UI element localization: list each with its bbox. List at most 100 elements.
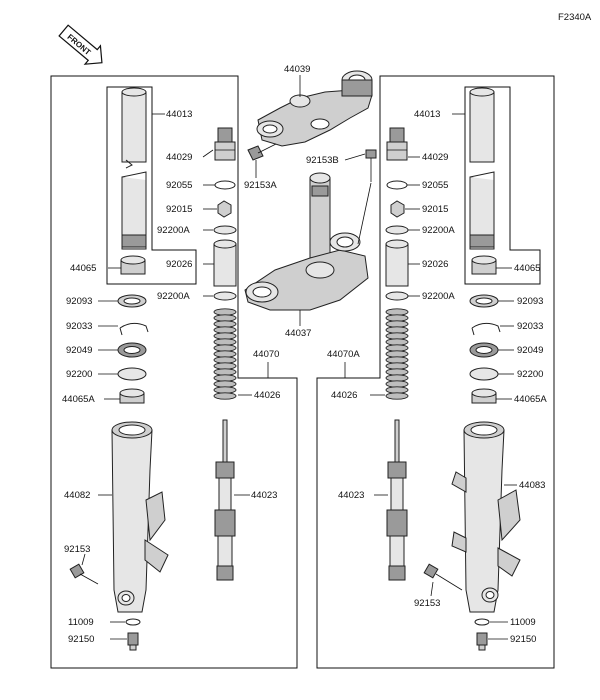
right-washer-92200 — [469, 367, 499, 381]
label-92026-left: 92026 — [166, 259, 192, 270]
left-spring-spacer — [213, 239, 237, 287]
label-44083: 44083 — [519, 480, 545, 491]
label-92150-left: 92150 — [68, 634, 94, 645]
label-92093-left: 92093 — [66, 296, 92, 307]
label-92093-right: 92093 — [517, 296, 543, 307]
right-assembly-frame — [316, 75, 555, 669]
label-92153-right: 92153 — [414, 598, 440, 609]
label-92153A: 92153A — [244, 180, 277, 191]
label-44065-left: 44065 — [70, 263, 96, 274]
left-assembly-frame — [50, 75, 298, 669]
label-11009-left: 11009 — [68, 617, 94, 628]
label-44065-right: 44065 — [514, 263, 540, 274]
label-44013-left: 44013 — [166, 109, 192, 120]
label-92033-right: 92033 — [517, 321, 543, 332]
label-92015-left: 92015 — [166, 204, 192, 215]
spring-coil — [213, 386, 237, 394]
spring-coil — [385, 314, 409, 322]
spring-coil — [385, 356, 409, 364]
right-spring-washer-lower — [385, 291, 409, 301]
label-92153-left: 92153 — [64, 544, 90, 555]
left-oil-seal — [117, 342, 147, 358]
left-stopper-ring — [119, 322, 149, 336]
right-stopper-ring — [471, 322, 501, 336]
left-top-cap-bolt — [214, 127, 236, 161]
bolt-92153A — [247, 143, 277, 161]
right-spring-spacer — [385, 239, 409, 287]
figure-code: F2340A — [558, 12, 592, 23]
spring-coil — [213, 338, 237, 346]
label-11009-right: 11009 — [510, 617, 536, 628]
label-92153B: 92153B — [306, 155, 339, 166]
right-inner-pipe-box — [464, 86, 541, 285]
right-axle-clamp-bolt — [423, 563, 463, 591]
label-92033-left: 92033 — [66, 321, 92, 332]
label-92200A-left-1: 92200A — [157, 225, 190, 236]
spring-coil — [385, 332, 409, 340]
label-44029-left: 44029 — [166, 152, 192, 163]
spring-coil — [385, 380, 409, 388]
spring-coil — [385, 338, 409, 346]
upper-fork-bracket — [256, 70, 373, 147]
spring-coil — [213, 344, 237, 352]
label-92049-left: 92049 — [66, 345, 92, 356]
spring-coil — [213, 356, 237, 364]
spring-coil — [213, 314, 237, 322]
label-92200-left: 92200 — [66, 369, 92, 380]
label-44070A: 44070A — [327, 349, 360, 360]
spring-coil — [385, 362, 409, 370]
left-outer-bushing — [119, 388, 145, 404]
label-44013-right: 44013 — [414, 109, 440, 120]
bolt-92153B — [365, 149, 377, 182]
left-oil-seal-retainer — [117, 294, 147, 308]
left-washer-92200 — [117, 367, 147, 381]
right-spring-washer-upper — [385, 225, 409, 235]
right-outer-tube — [451, 421, 521, 613]
right-fork-spring — [385, 308, 409, 400]
label-44070: 44070 — [253, 349, 279, 360]
spring-coil — [385, 308, 409, 316]
label-44039: 44039 — [284, 64, 310, 75]
label-92049-right: 92049 — [517, 345, 543, 356]
left-lock-nut — [217, 200, 232, 218]
label-92055-left: 92055 — [166, 180, 192, 191]
spring-coil — [213, 380, 237, 388]
left-outer-tube — [111, 421, 169, 613]
spring-coil — [213, 374, 237, 382]
right-o-ring — [386, 180, 408, 190]
left-inner-tube — [121, 87, 147, 250]
front-direction-badge: FRONT — [58, 24, 103, 65]
spring-coil — [385, 326, 409, 334]
label-92026-right: 92026 — [422, 259, 448, 270]
spring-coil — [213, 326, 237, 334]
left-inner-pipe-box — [106, 86, 197, 285]
right-oil-seal-retainer — [469, 294, 499, 308]
label-92055-right: 92055 — [422, 180, 448, 191]
label-44082: 44082 — [64, 490, 90, 501]
left-drain-gasket — [125, 618, 141, 626]
spring-coil — [213, 362, 237, 370]
right-top-cap-bolt — [386, 127, 408, 161]
spring-coil — [213, 332, 237, 340]
label-44023-right: 44023 — [338, 490, 364, 501]
right-drain-bolt — [476, 632, 488, 651]
label-92150-right: 92150 — [510, 634, 536, 645]
label-44026-left: 44026 — [254, 390, 280, 401]
label-44065A-right: 44065A — [514, 394, 547, 405]
right-damper-rod — [386, 419, 408, 581]
label-92200-right: 92200 — [517, 369, 543, 380]
steering-stem — [244, 172, 369, 311]
left-o-ring — [214, 180, 236, 190]
spring-coil — [385, 344, 409, 352]
label-92200A-left-2: 92200A — [157, 291, 190, 302]
label-92200A-right-2: 92200A — [422, 291, 455, 302]
spring-coil — [213, 368, 237, 376]
right-outer-bushing — [471, 388, 497, 404]
spring-coil — [213, 320, 237, 328]
left-spring-washer-lower — [213, 291, 237, 301]
right-drain-gasket — [474, 618, 490, 626]
label-92015-right: 92015 — [422, 204, 448, 215]
spring-coil — [385, 368, 409, 376]
spring-coil — [385, 392, 409, 400]
